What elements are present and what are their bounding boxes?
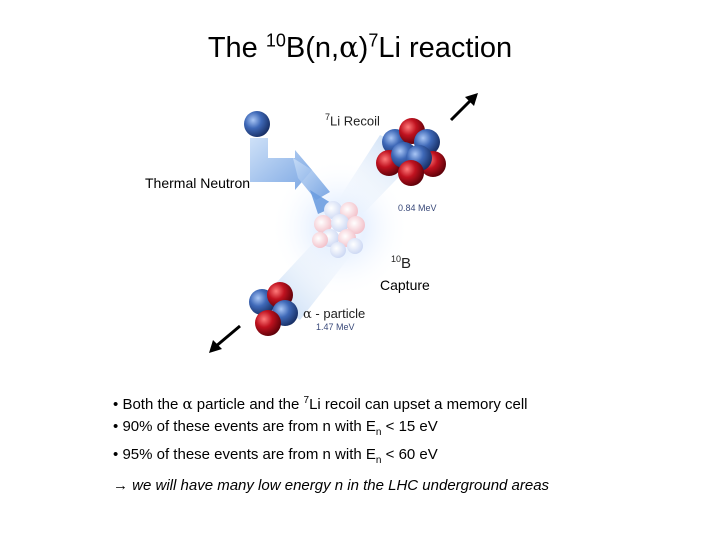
conclusion-note: → we will have many low energy n in the … — [113, 477, 550, 494]
li-recoil-direction-arrow — [449, 93, 478, 122]
alpha-direction-arrow — [209, 324, 241, 353]
slide-title: The 10B(n,α)7Li reaction — [207, 30, 513, 64]
boron-10-label: 10B — [391, 254, 412, 272]
bullet-item: • 90% of these events are from n with En… — [113, 418, 438, 438]
bullet-list: • Both the α particle and the 7Li recoil… — [113, 390, 673, 472]
lithium-7-nucleus — [376, 118, 446, 186]
thermal-neutron-label: Thermal Neutron — [145, 175, 251, 191]
bullet-item: • 95% of these events are from n with En… — [113, 446, 438, 466]
alpha-particle-label: α - particle — [303, 306, 366, 322]
alpha-particle-nucleus — [249, 282, 298, 336]
capture-label: Capture — [380, 277, 430, 293]
alpha-energy: 1.47 MeV — [316, 322, 355, 332]
bullet-item: • Both the α particle and the 7Li recoil… — [113, 395, 528, 413]
boron-10-nucleus — [312, 201, 365, 258]
li-recoil-label: 7Li Recoil — [325, 112, 380, 129]
thermal-neutron-particle — [244, 111, 270, 137]
li-recoil-energy: 0.84 MeV — [398, 203, 437, 213]
